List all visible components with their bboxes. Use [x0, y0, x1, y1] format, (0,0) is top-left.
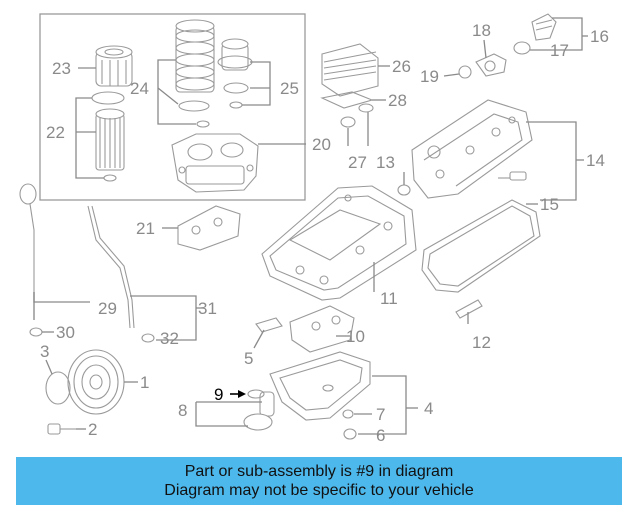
- callout-13: 13: [376, 153, 395, 172]
- valve-cover-part-14: [411, 99, 533, 199]
- callout-29: 29: [98, 299, 117, 318]
- callout-7: 7: [376, 405, 385, 424]
- parts-diagram: 1 2 3 4 5 6 7 8 9 10 11 12 13 14 15 16 1…: [19, 13, 609, 445]
- small-o-ring: [103, 174, 117, 182]
- lower-oil-pan-part-4: [269, 351, 371, 421]
- callout-31: 31: [198, 299, 217, 318]
- washer-part-17: [513, 41, 531, 55]
- seal-part-3: [45, 371, 71, 405]
- o-ring-part-9: [247, 389, 265, 399]
- callout-30: 30: [56, 323, 75, 342]
- callout-26: 26: [392, 57, 411, 76]
- callout-8: 8: [178, 401, 187, 420]
- dipstick-tube-outline: [91, 205, 135, 329]
- oil-level-sensor-part-8: [243, 391, 275, 431]
- sensor-part-16: [531, 13, 557, 41]
- callout-32: 32: [160, 329, 179, 348]
- callout-15: 15: [540, 195, 559, 214]
- callout-10: 10: [346, 327, 365, 346]
- washer-part-30: [29, 327, 43, 337]
- cooler-cylinder-part-24: [175, 19, 215, 93]
- o-ring-part-32: [141, 333, 155, 343]
- dipstick-tube-part-31: [87, 205, 131, 329]
- callout-24: 24: [130, 79, 149, 98]
- callout-27: 27: [348, 153, 367, 172]
- callout-1: 1: [140, 373, 149, 392]
- info-banner: Part or sub-assembly is #9 in diagram Di…: [16, 457, 622, 505]
- callout-4: 4: [424, 399, 433, 418]
- plug-part-13: [397, 184, 411, 196]
- callout-23: 23: [52, 59, 71, 78]
- seal-part-27: [340, 116, 356, 128]
- callout-28: 28: [388, 91, 407, 110]
- washer-part-6: [343, 428, 357, 440]
- callout-22: 22: [46, 123, 65, 142]
- seal-strip-part-5: [255, 317, 283, 333]
- seal-ring: [91, 91, 125, 105]
- fitting-part-18: [475, 53, 507, 77]
- filter-housing-part-20: [171, 133, 259, 193]
- filter-group-inset-box: [39, 13, 306, 201]
- seal-ring: [223, 82, 249, 94]
- small-o-ring: [229, 101, 243, 109]
- filter-element-part-22: [95, 108, 125, 171]
- callout-9: 9: [214, 385, 223, 404]
- callout-5: 5: [244, 349, 253, 368]
- washer-part-19: [458, 65, 472, 79]
- callout-19: 19: [420, 67, 439, 86]
- crank-pulley-part-1: [67, 349, 125, 415]
- drain-plug-part-7: [342, 409, 354, 419]
- callout-25: 25: [280, 79, 299, 98]
- seal-ring: [178, 100, 210, 112]
- callout-2: 2: [88, 420, 97, 439]
- pulley-bolt-part-2: [47, 423, 76, 435]
- leader-lines: [33, 17, 588, 435]
- callout-14: 14: [586, 151, 605, 170]
- callout-18: 18: [472, 21, 491, 40]
- callout-21: 21: [136, 219, 155, 238]
- valve-cover-gasket-inner: [427, 205, 535, 287]
- highlight-leader-part-9: [230, 390, 246, 398]
- oil-cooler-part-26: [321, 43, 379, 97]
- banner-line-2: Diagram may not be specific to your vehi…: [164, 482, 474, 499]
- callout-11: 11: [380, 289, 398, 308]
- banner-line-1: Part or sub-assembly is #9 in diagram: [184, 463, 454, 480]
- callout-6: 6: [376, 426, 385, 445]
- callout-17: 17: [550, 41, 569, 60]
- cover-plate-part-21: [177, 205, 241, 251]
- upper-oil-pan-part-11: [261, 185, 417, 301]
- cooler-cap-part-25: [217, 38, 253, 71]
- valve-cover-gasket-part-15: [421, 199, 541, 293]
- small-o-ring: [196, 120, 210, 128]
- seal-strip-part-12: [455, 299, 483, 319]
- o-ring-part-28: [358, 103, 374, 113]
- dipstick-part-29: [19, 183, 37, 320]
- callout-20: 20: [312, 135, 331, 154]
- callout-labels: 1 2 3 4 5 6 7 8 9 10 11 12 13 14 15 16 1…: [40, 21, 609, 445]
- callout-12: 12: [472, 333, 491, 352]
- callout-3: 3: [40, 342, 49, 361]
- cover-bolt: [498, 171, 527, 181]
- filter-cap-part-23: [95, 45, 133, 87]
- callout-16: 16: [590, 27, 609, 46]
- baffle-part-10: [289, 305, 355, 353]
